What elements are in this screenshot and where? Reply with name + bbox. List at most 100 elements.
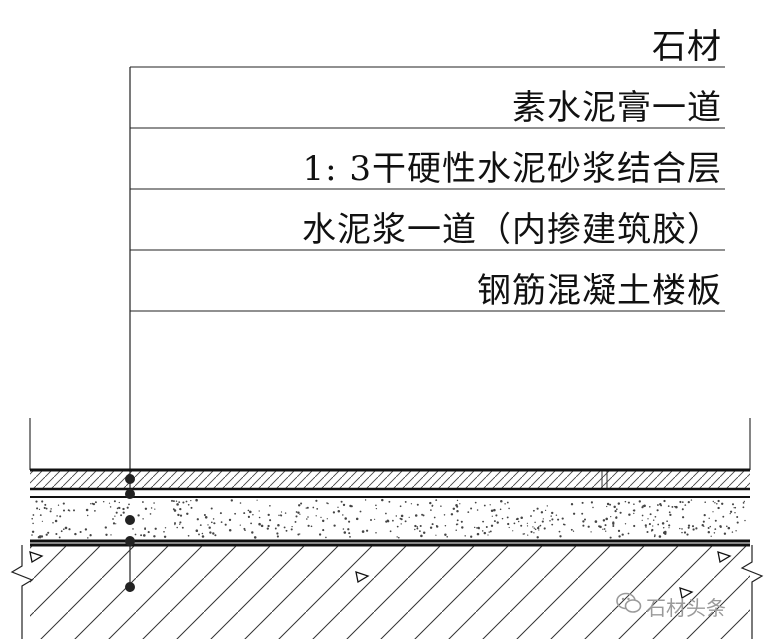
mortar-dot <box>234 512 237 515</box>
mortar-dot <box>742 502 745 504</box>
mortar-dot <box>375 532 377 534</box>
mortar-dot <box>342 514 344 516</box>
mortar-dot <box>602 528 604 530</box>
mortar-dot <box>436 525 439 528</box>
mortar-dot <box>736 516 739 518</box>
mortar-dot <box>315 499 318 502</box>
watermark-text: 石材头条 <box>646 596 726 620</box>
mortar-dot <box>687 526 690 529</box>
mortar-dot <box>210 521 213 524</box>
mortar-dot <box>539 524 542 527</box>
mortar-dot <box>712 511 714 513</box>
mortar-dot <box>684 504 687 506</box>
mortar-dot <box>154 527 157 530</box>
mortar-dot <box>375 507 378 510</box>
mortar-dot <box>408 516 410 519</box>
mortar-dot <box>450 513 454 516</box>
mortar-dot <box>496 521 499 524</box>
mortar-dot <box>470 507 473 510</box>
mortar-dot <box>45 533 48 536</box>
mortar-dot <box>404 520 407 523</box>
mortar-dot <box>239 524 241 526</box>
mortar-dot <box>476 527 478 529</box>
mortar-dot <box>105 533 108 536</box>
mortar-dot <box>294 520 297 523</box>
mortar-dot <box>400 523 402 525</box>
mortar-dot <box>546 505 548 507</box>
mortar-dot <box>562 523 565 526</box>
mortar-dot <box>344 517 347 520</box>
mortar-dot <box>256 499 258 501</box>
mortar-dot <box>619 511 622 514</box>
mortar-dot <box>461 526 464 529</box>
mortar-dot <box>663 499 666 503</box>
mortar-dot <box>606 502 610 506</box>
mortar-dot <box>692 528 695 531</box>
mortar-dot <box>333 524 336 527</box>
mortar-dot <box>615 508 618 511</box>
mortar-dot <box>305 507 307 509</box>
mortar-dot <box>456 499 459 502</box>
mortar-dot <box>37 536 41 539</box>
mortar-dot <box>420 534 423 538</box>
mortar-dot <box>459 503 461 505</box>
mortar-dot <box>681 531 683 534</box>
mortar-dot <box>116 507 119 510</box>
mortar-dot <box>643 504 646 508</box>
mortar-dot <box>247 515 250 519</box>
mortar-dot <box>92 502 96 506</box>
mortar-dot <box>187 534 190 537</box>
mortar-dot <box>58 536 61 539</box>
mortar-dot <box>132 528 134 530</box>
mortar-dot <box>489 530 492 533</box>
mortar-dot <box>446 536 449 538</box>
mortar-dot <box>171 499 173 502</box>
mortar-dot <box>181 526 184 529</box>
mortar-dot <box>244 529 246 531</box>
mortar-dot <box>142 518 144 520</box>
mortar-dot <box>416 526 418 528</box>
mortar-dot <box>517 520 520 523</box>
mortar-dot <box>228 518 232 522</box>
mortar-dot <box>122 511 125 514</box>
mortar-dot <box>681 508 684 511</box>
mortar-dot <box>89 534 92 537</box>
mortar-dot <box>549 520 551 522</box>
mortar-dot <box>599 525 602 529</box>
mortar-dot <box>414 514 418 517</box>
mortar-dot <box>668 527 670 529</box>
mortar-dot <box>467 511 470 513</box>
mortar-dot <box>538 529 540 531</box>
mortar-dot <box>144 507 148 510</box>
mortar-dot <box>89 503 92 505</box>
mortar-dot <box>669 513 672 517</box>
mortar-dot <box>94 510 96 512</box>
mortar-dot <box>85 508 89 512</box>
mortar-dot <box>260 524 264 528</box>
mortar-dot <box>729 512 731 515</box>
mortar-dot <box>185 500 188 503</box>
mortar-dot <box>656 504 659 506</box>
mortar-dot <box>558 530 561 533</box>
cement-paste-layer <box>30 489 750 497</box>
mortar-dot <box>39 514 42 516</box>
mortar-dot <box>280 514 282 516</box>
mortar-dot <box>508 526 510 529</box>
mortar-dot <box>735 530 737 532</box>
mortar-dot <box>147 531 150 534</box>
mortar-dot <box>110 534 112 536</box>
mortar-dot <box>392 519 394 522</box>
mortar-dot <box>258 522 261 526</box>
mortar-dot <box>493 520 496 523</box>
mortar-dot <box>536 536 539 539</box>
mortar-dot <box>583 518 587 521</box>
mortar-dot <box>657 523 660 526</box>
mortar-dot <box>414 528 416 531</box>
mortar-dot <box>224 523 227 526</box>
mortar-dot <box>228 529 232 532</box>
mortar-dot <box>661 522 665 525</box>
mortar-dot <box>734 511 736 514</box>
mortar-dot <box>332 511 336 514</box>
mortar-dot <box>527 534 529 536</box>
mortar-dot <box>687 500 690 504</box>
